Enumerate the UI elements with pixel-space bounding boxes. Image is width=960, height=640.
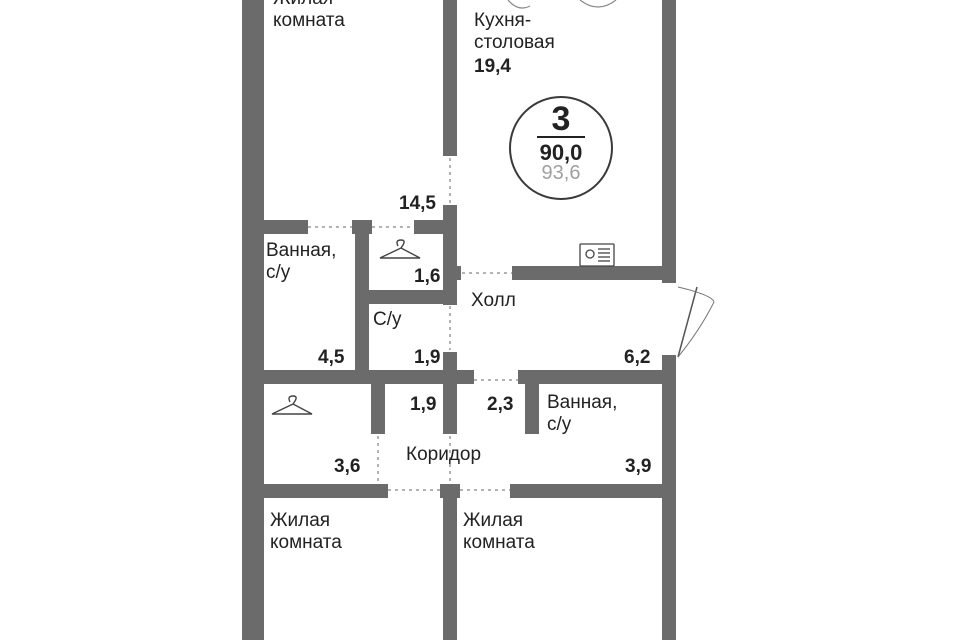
living-room-bottom-right-label: Жилая комната [463, 510, 535, 553]
living-room-top-area: 14,5 [399, 193, 436, 214]
bath-left-area: 4,5 [318, 347, 345, 368]
bath-right-area: 2,3 [487, 394, 514, 415]
apartment-summary-badge: 3 90,0 93,6 [509, 96, 613, 200]
corridor-label: Коридор [406, 444, 482, 465]
kitchen-area: 19,4 [474, 56, 511, 77]
hall-label: Холл [471, 290, 516, 311]
living-room-bottom-left-label: Жилая комната [270, 510, 342, 553]
wc-label: С/у [373, 309, 402, 330]
kitchen-door-swings [507, 0, 617, 9]
hall-area: 6,2 [624, 347, 651, 368]
walls [242, 0, 676, 640]
living-room-top-label: Жилая комната [273, 0, 345, 31]
stove-icon [579, 243, 615, 267]
entrance-door [677, 286, 715, 358]
openings [308, 158, 518, 491]
wardrobe-left-area: 3,6 [334, 456, 361, 477]
bath-right-label: Ванная, с/у [547, 392, 618, 435]
hanger-icon [271, 395, 313, 415]
corridor-upper-area: 1,9 [410, 394, 437, 415]
bath-left-label: Ванная, с/у [266, 240, 337, 283]
wardrobe-top-area: 1,6 [414, 266, 441, 287]
gross-area: 93,6 [541, 162, 581, 184]
badge-divider [537, 136, 585, 138]
kitchen-label: Кухня- столовая [474, 10, 555, 53]
corridor-right-area: 3,9 [625, 456, 652, 477]
total-area: 90,0 [539, 140, 583, 165]
hanger-icon [379, 239, 421, 259]
rooms-count: 3 [551, 100, 571, 138]
wc-area: 1,9 [414, 347, 441, 368]
